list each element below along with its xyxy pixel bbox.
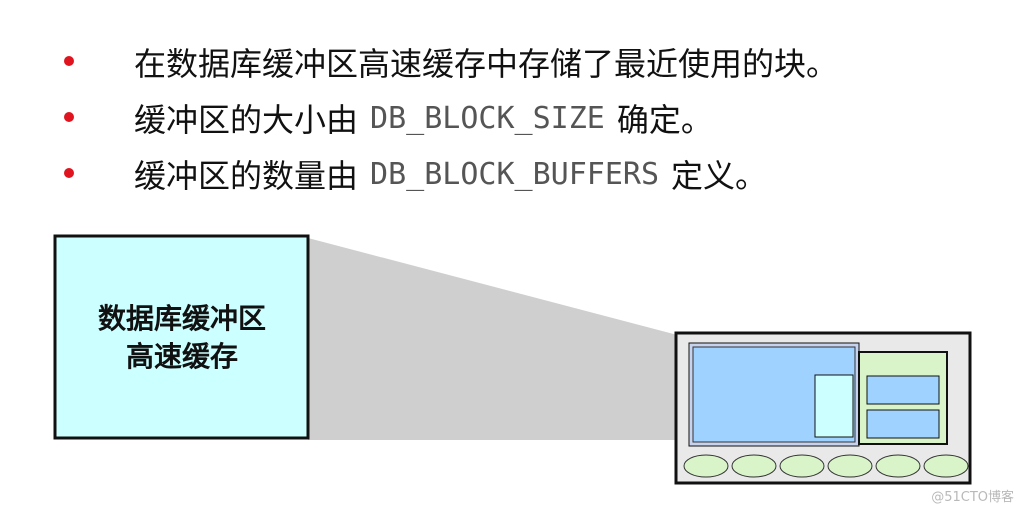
process-ellipse-5: [875, 454, 921, 478]
bullet-dot: [64, 168, 74, 178]
process-ellipse-4: [827, 454, 873, 478]
shared-pool-upper: [866, 375, 940, 405]
bullet-suffix: 确定。: [616, 101, 713, 139]
bullet-prefix: 缓冲区的大小由: [134, 101, 359, 139]
process-ellipse-2: [731, 454, 777, 478]
buffer-cache-label-line1: 数据库缓冲区: [97, 302, 266, 335]
bullet-text: 在数据库缓冲区高速缓存中存储了最近使用的块。: [134, 45, 839, 83]
bullet-prefix: 缓冲区的数量由: [134, 157, 359, 195]
bullet-list: 在数据库缓冲区高速缓存中存储了最近使用的块。 缓冲区的大小由 DB_BLOCK_…: [64, 34, 1004, 202]
bullet-code: DB_BLOCK_SIZE: [370, 100, 605, 136]
bullet-suffix: 定义。: [671, 157, 768, 195]
bullet-item-1: 在数据库缓冲区高速缓存中存储了最近使用的块。: [64, 34, 1004, 90]
bullet-text: 缓冲区的数量由 DB_BLOCK_BUFFERS 定义。: [134, 151, 767, 197]
shared-pool-lower: [866, 409, 940, 439]
bullet-item-3: 缓冲区的数量由 DB_BLOCK_BUFFERS 定义。: [64, 146, 1004, 202]
buffer-cache-box: [53, 234, 310, 440]
process-ellipse-6: [923, 454, 969, 478]
process-ellipse-3: [779, 454, 825, 478]
watermark: @51CTO博客: [931, 490, 1014, 505]
bullet-dot: [64, 112, 74, 122]
bullet-dot: [64, 56, 74, 66]
buffer-cache-label-line2: 高速缓存: [125, 340, 238, 373]
bullet-item-2: 缓冲区的大小由 DB_BLOCK_SIZE 确定。: [64, 90, 1004, 146]
bullet-text: 缓冲区的大小由 DB_BLOCK_SIZE 确定。: [134, 95, 713, 141]
bullet-code: DB_BLOCK_BUFFERS: [370, 156, 659, 192]
buffer-cache-label: 数据库缓冲区 高速缓存: [56, 300, 308, 376]
cache-block-highlight: [814, 374, 854, 438]
process-ellipse-1: [683, 454, 729, 478]
